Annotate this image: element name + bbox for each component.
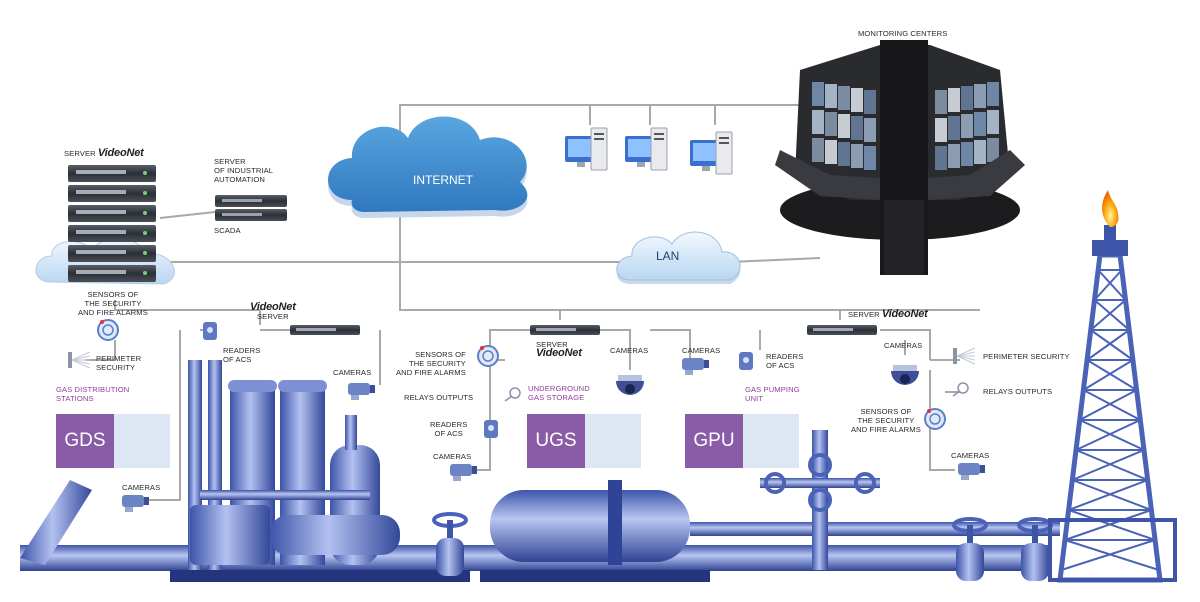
drilling-rig [1048,190,1177,583]
internet-label: INTERNET [413,173,473,187]
industrial-server [215,195,287,221]
right-cameras-dome-label: CAMERAS [884,341,923,350]
lan-cloud [616,231,741,284]
right-relays-label: RELAYS OUTPUTS [983,387,1053,396]
ugs-relays-label: RELAYS OUTPUTS [404,393,474,402]
server-room-title: SERVER VideoNet [64,147,144,159]
workstation-icon [690,131,733,175]
gds-tile: GDS [56,414,114,468]
ugs-sensors-label: SENSORS OF THE SECURITY AND FIRE ALARMS [396,350,466,377]
monitoring-center-illustration [775,40,1025,275]
monitoring-centers-label: MONITORING CENTERS [858,29,948,38]
pipeline-valves [432,512,1053,581]
camera-icon [348,383,375,400]
workstation-icon [565,127,608,171]
right-videonet-brand: VideoNet [881,308,928,320]
ugs-title: UNDERGROUND GAS STORAGE [528,384,590,402]
right-perimeter-label: PERIMETER SECURITY [983,352,1070,361]
acs-reader-icon [739,352,753,370]
gds-cameras-bottom-label: CAMERAS [122,483,161,492]
perimeter-sensor-icon [68,351,91,369]
videonet-brand: VideoNet [97,147,144,159]
ugs-tile: UGS [527,414,585,468]
videonet-server-rack [68,165,156,282]
network-links [85,104,980,501]
gpu-valve-tile [743,414,799,468]
relay-output-icon [504,387,521,402]
devices [68,319,985,512]
alarm-sensor-icon [97,319,119,341]
right-server-label: SERVER VideoNet [848,308,928,320]
videonet-server-icon [290,325,360,335]
workstations [565,127,733,175]
gpu-readers-label: READERS OF ACS [766,352,804,370]
gpu-title: GAS PUMPING UNIT [745,385,800,403]
ugs-server-label: SERVER VideoNet [536,340,582,359]
videonet-server-icon [530,325,600,335]
ugs-readers-label: READERS OF ACS [430,420,468,438]
scada-label: SCADA [214,226,241,235]
right-server-prefix: SERVER [848,310,880,319]
gds-server-label: VideoNet SERVER [250,301,296,322]
acs-reader-icon [484,420,498,438]
camera-icon [682,358,709,375]
right-sensors-label: SENSORS OF THE SECURITY AND FIRE ALARMS [851,407,921,434]
ugs-videonet-brand: VideoNet [536,347,582,359]
processing-plant [188,360,400,570]
videonet-server-icon [807,325,877,335]
gds-videonet-brand: VideoNet [250,301,296,313]
dome-camera-icon [891,365,919,385]
right-cameras-bottom-label: CAMERAS [951,451,990,460]
perimeter-sensor-icon [953,347,976,365]
gds-perimeter-label: PERIMETER SECURITY [96,354,142,372]
ugs-cameras-left-label: CAMERAS [433,452,472,461]
pipeline-valve [432,512,468,576]
acs-reader-icon [203,322,217,340]
relay-output-icon [952,382,969,397]
ugs-valve-tile [585,414,641,468]
internet-cloud [328,116,528,218]
gds-readers-label: READERS OF ACS [223,346,261,364]
camera-icon [122,495,149,512]
gds-title: GAS DISTRIBUTION STATIONS [56,385,130,403]
pipeline-valve [1017,517,1053,581]
lan-label: LAN [656,249,680,263]
camera-icon [958,463,985,480]
gds-cameras-top-label: CAMERAS [333,368,372,377]
gpu-tile: GPU [685,414,743,468]
ugs-server-prefix: SERVER [536,340,568,349]
alarm-sensor-icon [477,345,499,367]
camera-icon [450,464,477,481]
dome-camera-icon [616,375,644,395]
gds-valve-tile [114,414,170,468]
gds-sensors-label: SENSORS OF THE SECURITY AND FIRE ALARMS [78,290,148,317]
server-prefix: SERVER [64,149,96,158]
alarm-sensor-icon [924,408,946,430]
gds-server-text: SERVER [256,312,289,321]
pipeline-valve [952,517,988,581]
gpu-cameras-label: CAMERAS [682,346,721,355]
industrial-server-label: SERVER OF INDUSTRIAL AUTOMATION [214,157,274,184]
wellhead-christmas-tree [760,430,880,570]
workstation-icon [625,127,668,171]
ugs-cameras-dome-label: CAMERAS [610,346,649,355]
storage-tank [490,480,690,565]
